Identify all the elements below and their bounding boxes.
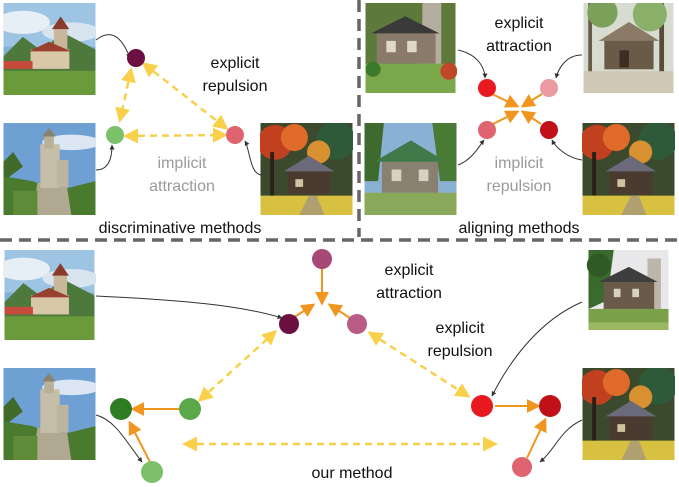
panel-discriminative: explicit repulsion implicit attraction d…: [3, 3, 353, 237]
implicit-label-line2: attraction: [149, 178, 215, 195]
node-green-dark: [110, 398, 132, 420]
attraction-arrow-bottom: [123, 127, 228, 144]
node-dark-purple: [127, 49, 145, 67]
caption-discriminative: discriminative methods: [99, 220, 262, 237]
cabin-greenroof-thumbnail: [364, 123, 457, 215]
attract-arrow-3: [492, 110, 520, 125]
explicit-label-line2-b: attraction: [486, 38, 552, 55]
node-red-dark-2: [539, 395, 561, 417]
attract-arrow-1: [491, 93, 520, 108]
attract-mauve-to-center: [327, 303, 351, 319]
castle-thumbnail-2: [3, 368, 96, 460]
implicit-label-line1: implicit: [158, 155, 207, 172]
node-pink-light: [540, 79, 558, 97]
node-green: [106, 126, 124, 144]
connector-b2: [95, 414, 143, 463]
repulsion-label-line2: repulsion: [428, 343, 493, 360]
connector-a3: [457, 139, 485, 166]
attract-salmon-up: [526, 417, 547, 459]
attract-green-up: [128, 420, 151, 463]
repulsion-arrow-left: [115, 67, 136, 123]
cabin-painting-thumbnail: [260, 123, 353, 215]
node-salmon: [226, 126, 244, 144]
node-dark-purple-2: [279, 314, 299, 334]
connector-b4: [539, 419, 583, 463]
caption-aligning: aligning methods: [459, 220, 580, 237]
repulsion-left-diag: [197, 329, 278, 403]
node-red-dark: [540, 121, 558, 139]
church-thumbnail: [3, 3, 96, 95]
connector-b1: [95, 295, 283, 320]
repulsion-label-line1: explicit: [436, 320, 485, 337]
node-mauve-top: [312, 249, 332, 269]
attract-arrow-2: [520, 93, 543, 108]
explicit-label-line2: repulsion: [203, 78, 268, 95]
repulsion-arrow-right: [141, 62, 229, 130]
node-red-bright-2: [471, 395, 493, 417]
connector-cabin: [244, 140, 263, 176]
node-red-bright: [478, 79, 496, 97]
attract-arrow-4: [520, 110, 542, 125]
panel-our-method: explicit attraction explicit repulsion o…: [3, 249, 675, 483]
church-thumbnail-2: [3, 250, 96, 340]
caption-our-method: our method: [312, 465, 393, 482]
cabin-photo-thumbnail: [365, 3, 457, 93]
connector-a4: [551, 139, 583, 161]
connector-a1: [457, 49, 488, 79]
panel-aligning: explicit attraction implicit repulsion a…: [364, 3, 675, 237]
castle-thumbnail: [3, 123, 96, 215]
node-green-mid: [179, 398, 201, 420]
connector-b3: [491, 301, 583, 397]
cabin-photo-thumbnail-2: [586, 250, 669, 330]
node-salmon-2: [478, 121, 496, 139]
repulsion-right-diag: [367, 331, 471, 398]
attract-purple-to-center: [292, 303, 316, 319]
attraction-label-line2: attraction: [376, 285, 442, 302]
cabin-painting-thumbnail-3: [582, 368, 675, 460]
node-light-mauve: [347, 314, 367, 334]
explicit-label-line1: explicit: [211, 55, 260, 72]
explicit-label-line1-b: explicit: [495, 15, 544, 32]
node-salmon-3: [512, 457, 532, 477]
node-green-light: [141, 461, 163, 483]
cabin-woods-thumbnail: [583, 3, 674, 93]
connector-a2: [554, 54, 583, 79]
attraction-label-line1: explicit: [385, 262, 434, 279]
connector-church: [95, 34, 131, 59]
connector-castle: [95, 144, 115, 171]
implicit-label-line1-b: implicit: [495, 155, 544, 172]
implicit-label-line2-b: repulsion: [487, 178, 552, 195]
cabin-painting-thumbnail-2: [582, 123, 675, 215]
